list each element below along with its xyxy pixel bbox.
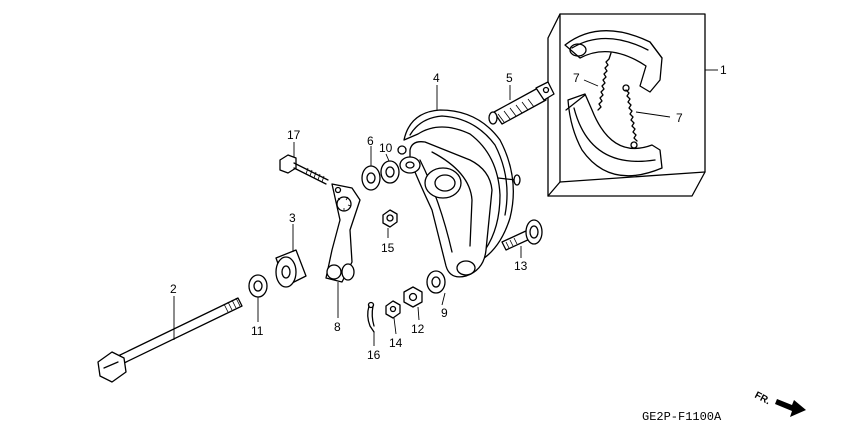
callout-11: 11: [251, 324, 264, 338]
front-direction-indicator: FR.: [753, 390, 806, 417]
callout-1: 1: [720, 63, 727, 77]
part-2-axle: [97, 297, 243, 383]
part-5-brake-cam: [488, 81, 555, 125]
callout-15: 15: [381, 241, 395, 255]
leader-lines: [173, 69, 718, 346]
direction-label: FR.: [753, 390, 773, 407]
callout-7a: 7: [573, 71, 580, 85]
callout-14: 14: [389, 336, 403, 350]
callout-6: 6: [367, 134, 374, 148]
callout-3: 3: [289, 211, 296, 225]
callout-4: 4: [433, 71, 440, 85]
figure-code: GE2P-F1100A: [642, 410, 722, 424]
front-arrow-icon: [775, 399, 806, 417]
callout-12: 12: [411, 322, 425, 336]
callout-10: 10: [379, 141, 393, 155]
part-17-bolt: [279, 154, 329, 185]
part-11-washer: [248, 274, 268, 298]
part-4-brake-panel: [397, 109, 521, 278]
callout-16: 16: [367, 348, 381, 362]
part-3-collar: [275, 249, 307, 288]
part-9-washer: [426, 270, 446, 294]
callout-17: 17: [287, 128, 301, 142]
part-15-nut: [382, 209, 398, 228]
part-13-bolt: [501, 219, 543, 251]
callout-2: 2: [170, 282, 177, 296]
callout-7b: 7: [676, 111, 683, 125]
part-8-brake-arm: [325, 183, 361, 283]
callout-5: 5: [506, 71, 513, 85]
part-1-brake-shoe-set: [547, 13, 706, 197]
callout-labels: 1 2 3 4 5 6 7 7 8 9 10 11 12 13 14 15 16…: [170, 63, 727, 362]
callout-13: 13: [514, 259, 528, 273]
callout-9: 9: [441, 306, 448, 320]
part-14-nut: [385, 300, 401, 319]
part-12-nut: [403, 286, 423, 308]
part-16-cotter-pin: [367, 301, 375, 333]
part-10-washer: [380, 160, 400, 184]
part-6-indicator-plate: [361, 165, 381, 191]
callout-8: 8: [334, 320, 341, 334]
